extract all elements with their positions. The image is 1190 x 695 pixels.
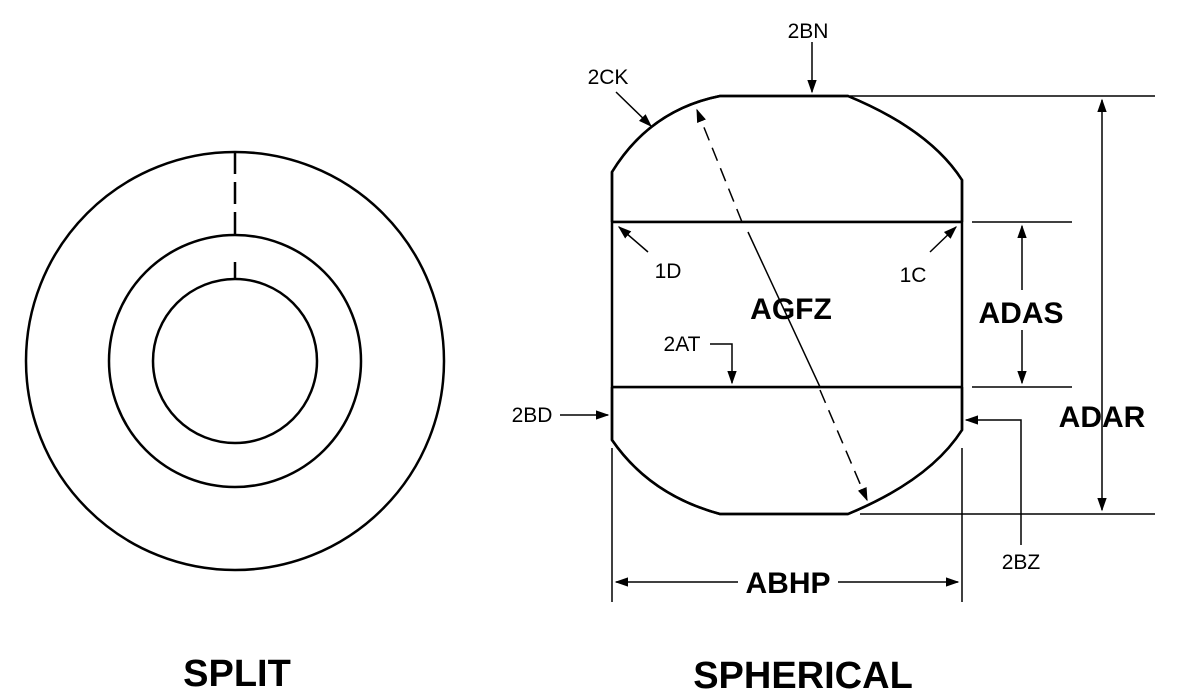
spherical-title: SPHERICAL <box>693 655 913 695</box>
extension-lines <box>611 95 1155 602</box>
spherical-bearing-view <box>610 94 964 516</box>
split-inner-circle <box>151 277 319 445</box>
callout-2ck: 2CK <box>588 66 629 89</box>
at-leader <box>710 343 737 385</box>
split-bearing-view <box>24 150 446 572</box>
top-ball-outline <box>610 94 964 222</box>
callout-2bz: 2BZ <box>1002 551 1041 574</box>
split-title: SPLIT <box>183 653 291 695</box>
split-middle-circle <box>107 233 363 489</box>
agfz-leader <box>747 231 821 388</box>
d1-leader <box>617 226 649 253</box>
callout-2at: 2AT <box>664 333 701 356</box>
agfz-dashed-bottom <box>819 389 868 502</box>
callout-1d: 1D <box>655 260 682 283</box>
agfz-dashed-top <box>696 108 743 223</box>
callout-leaders <box>560 42 1022 545</box>
ck-leader <box>615 91 652 127</box>
c1-leader <box>929 226 957 253</box>
dimension-adas: ADAS <box>978 297 1063 330</box>
bottom-ball-outline <box>610 387 964 516</box>
callout-1c: 1C <box>900 264 927 287</box>
callout-2bn: 2BN <box>788 20 829 43</box>
callout-2bd: 2BD <box>512 404 553 427</box>
top-ball-section <box>610 94 964 222</box>
dimension-agfz: AGFZ <box>750 293 832 326</box>
bz-leader <box>964 415 1022 545</box>
dimension-arrows <box>614 98 1107 587</box>
dimension-abhp: ABHP <box>745 567 830 600</box>
dimension-adar: ADAR <box>1059 401 1146 434</box>
bottom-ball-section <box>610 387 964 516</box>
